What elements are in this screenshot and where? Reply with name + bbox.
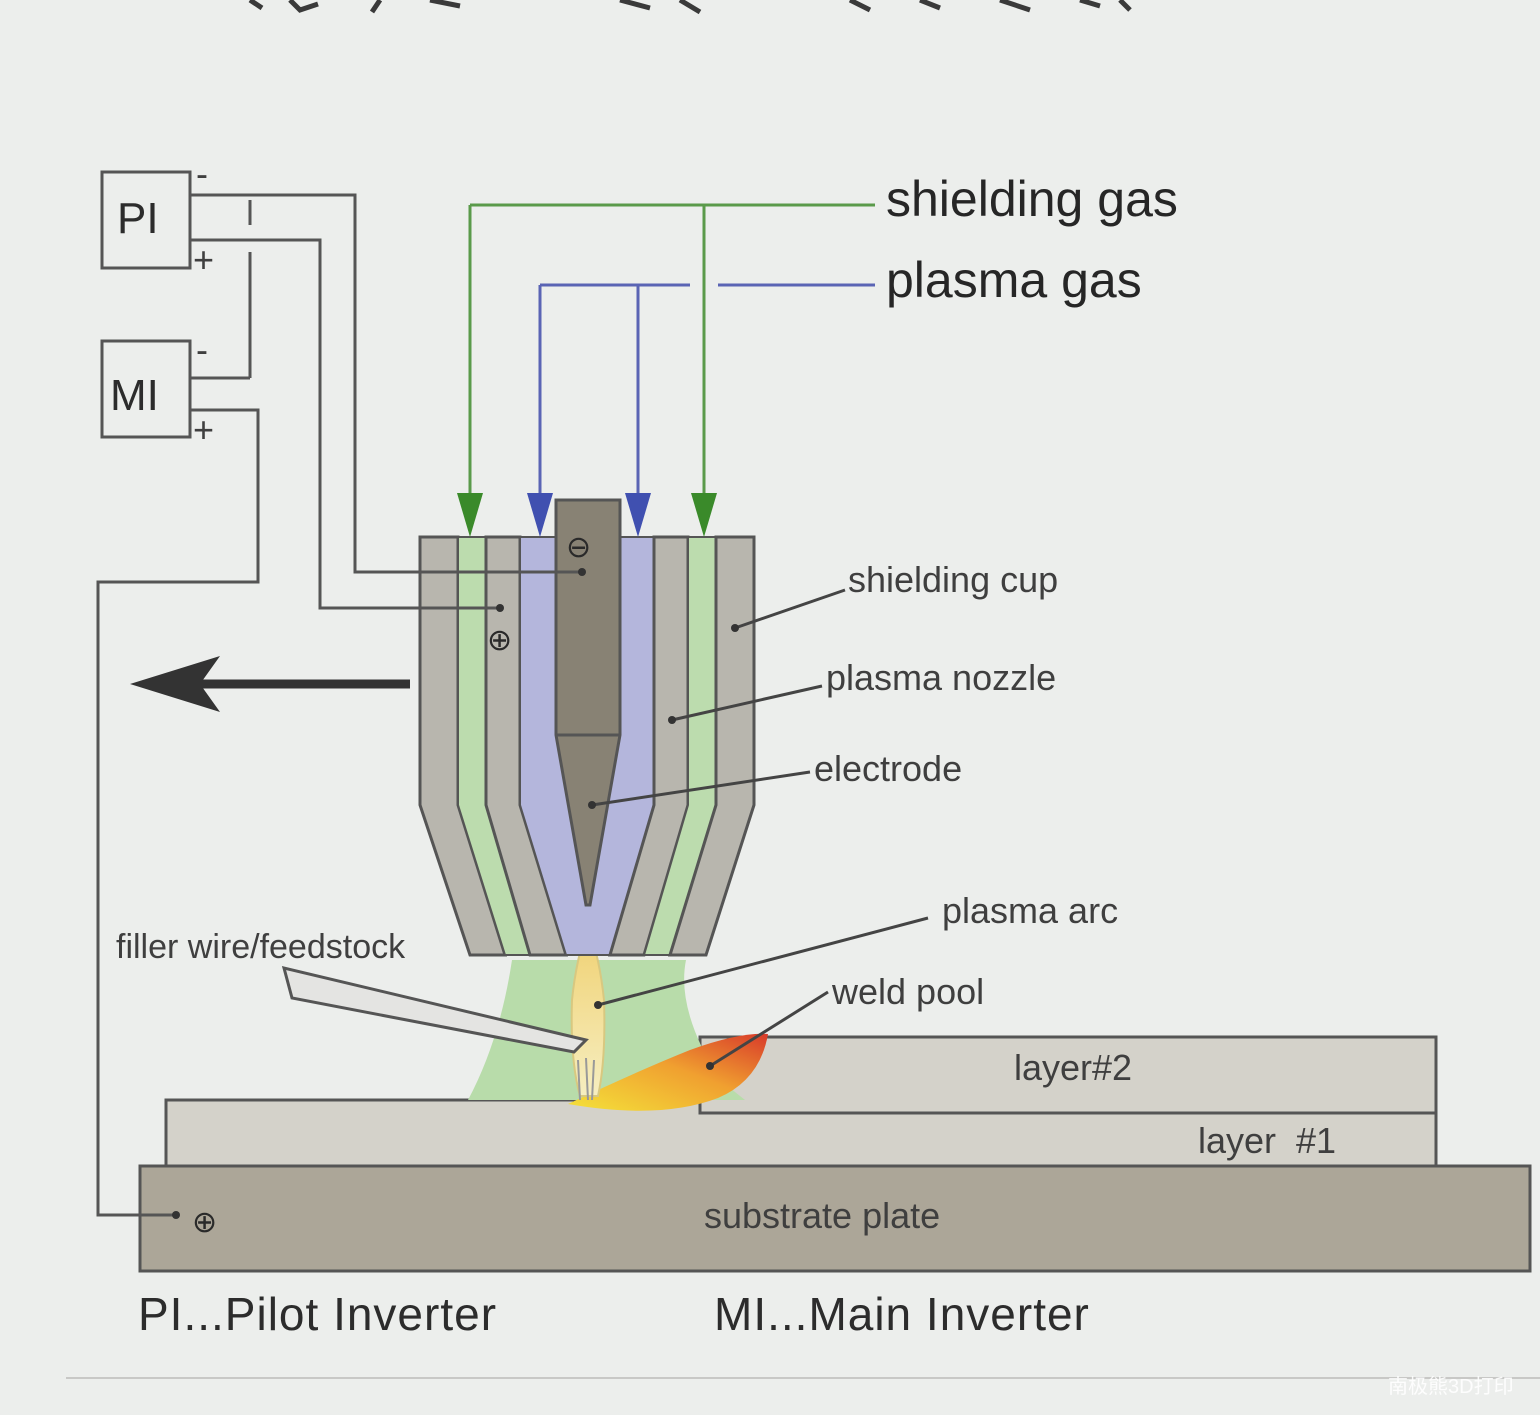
substrate-plus-symbol: ⊕ [192,1206,217,1239]
substrate-plate [138,1164,1532,1273]
label-shielding-cup: shielding cup [848,559,1058,600]
cropped-title-fragment [248,0,1132,15]
plasma-gas-arrow-left [527,493,553,537]
label-filler-wire: filler wire/feedstock [116,928,406,966]
weld-pool [568,1033,768,1111]
legend-pilot-inverter: PI...Pilot Inverter [138,1288,497,1340]
mi-plus-terminal: + [193,409,214,450]
torch [418,498,756,957]
main-wiring [96,376,260,1217]
pi-box [100,170,192,270]
label-electrode: electrode [814,748,962,789]
legend-main-inverter: MI...Main Inverter [714,1288,1090,1340]
leader-lines [591,588,929,1068]
mi-minus-terminal: - [196,329,208,370]
shielding-gas-lines [468,203,875,505]
pilot-wiring [190,193,582,610]
label-plasma-arc: plasma arc [942,890,1118,931]
shielding-cup-right [667,535,756,957]
label-weld-pool: weld pool [831,971,984,1012]
leader-dots [588,624,739,1070]
label-layer-1: layer #1 [1198,1120,1336,1161]
electrode-minus-symbol: ⊖ [566,531,591,564]
pi-minus-terminal: - [196,153,208,194]
watermark: 南极熊3D打印 [1388,1375,1514,1398]
wire-dots [172,568,586,1219]
arc-streaks [577,1057,595,1101]
label-shielding-gas: shielding gas [886,171,1178,227]
mi-box-label: MI [110,371,159,420]
travel-direction-arrow [130,656,410,712]
pi-box-label: PI [117,194,159,243]
label-plasma-nozzle: plasma nozzle [826,657,1056,698]
plasma-gas-arrow-right [625,493,651,537]
pi-plus-terminal: + [193,239,214,280]
label-substrate-plate: substrate plate [704,1195,940,1236]
label-plasma-gas: plasma gas [886,252,1142,308]
layer-2 [698,1035,1438,1115]
nozzle-plus-symbol: ⊕ [487,624,512,657]
plasma-arc [570,921,606,1097]
shielding-gas-arrow-left [457,493,483,537]
label-layer-2: layer#2 [1014,1047,1132,1088]
mi-box [100,339,192,439]
plasma-gas-lines [538,283,875,505]
filler-wire [281,965,589,1054]
shielding-gas-arrow-right [691,493,717,537]
